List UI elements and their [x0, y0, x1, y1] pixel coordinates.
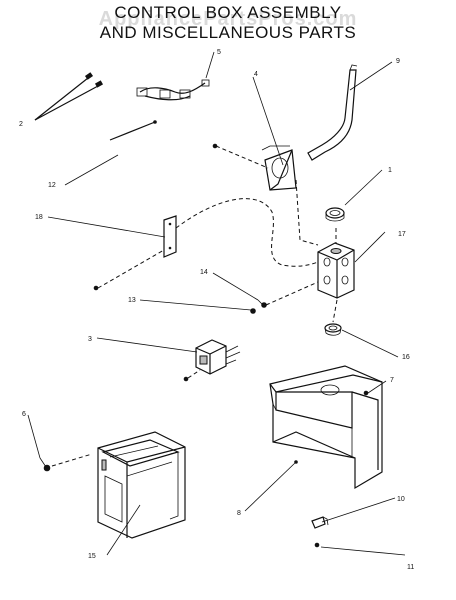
part-2-wire-leads: [34, 72, 104, 121]
diagram-title-line1: CONTROL BOX ASSEMBLY: [114, 3, 342, 22]
part-6-screw: [39, 457, 51, 472]
part-12-sensor: [109, 120, 157, 141]
callout-12: 12: [48, 182, 56, 189]
callout-15: 15: [88, 553, 96, 560]
callout-13: 13: [128, 297, 136, 304]
part-15-control-board: [97, 431, 186, 539]
part-3-transformer: [195, 339, 241, 375]
part-4-bracket: [261, 145, 297, 191]
callout-14: 14: [200, 269, 208, 276]
callout-6: 6: [22, 411, 26, 418]
callout-10: 10: [397, 496, 405, 503]
callout-8: 8: [237, 510, 241, 517]
callout-2: 2: [19, 121, 23, 128]
callout-5: 5: [217, 49, 221, 56]
callout-4: 4: [254, 71, 258, 78]
part-5-wire-harness: [136, 79, 210, 101]
part-7-fastener: [363, 390, 369, 396]
leader-lines: [27, 51, 406, 556]
callout-17: 17: [398, 231, 406, 238]
part-13-screw: [250, 308, 256, 314]
part-8-control-box-housing: [269, 365, 383, 490]
callout-numbers: 1 2 3 4 5 6 7 8 9 10 11 12 13 14 15 16 1…: [19, 49, 414, 571]
callout-1: 1: [388, 167, 392, 174]
callout-11: 11: [407, 564, 414, 571]
part-1-grommet: [325, 207, 345, 222]
callout-18: 18: [35, 214, 43, 221]
callout-7: 7: [390, 377, 394, 384]
part-10-connector: [311, 516, 329, 529]
part-17-junction-block: [317, 242, 355, 299]
callout-3: 3: [88, 336, 92, 343]
callout-9: 9: [396, 58, 400, 65]
part-9-tube: [307, 64, 358, 161]
watermark-text: AppliancePartsPros.com: [98, 8, 358, 30]
diagram-title-line2: AND MISCELLANEOUS PARTS: [99, 23, 357, 42]
callout-16: 16: [402, 354, 410, 361]
part-14-screw: [257, 299, 267, 308]
part-11-screw: [314, 542, 320, 548]
part-18-plate: [163, 215, 177, 258]
part-16-grommet: [324, 323, 342, 336]
